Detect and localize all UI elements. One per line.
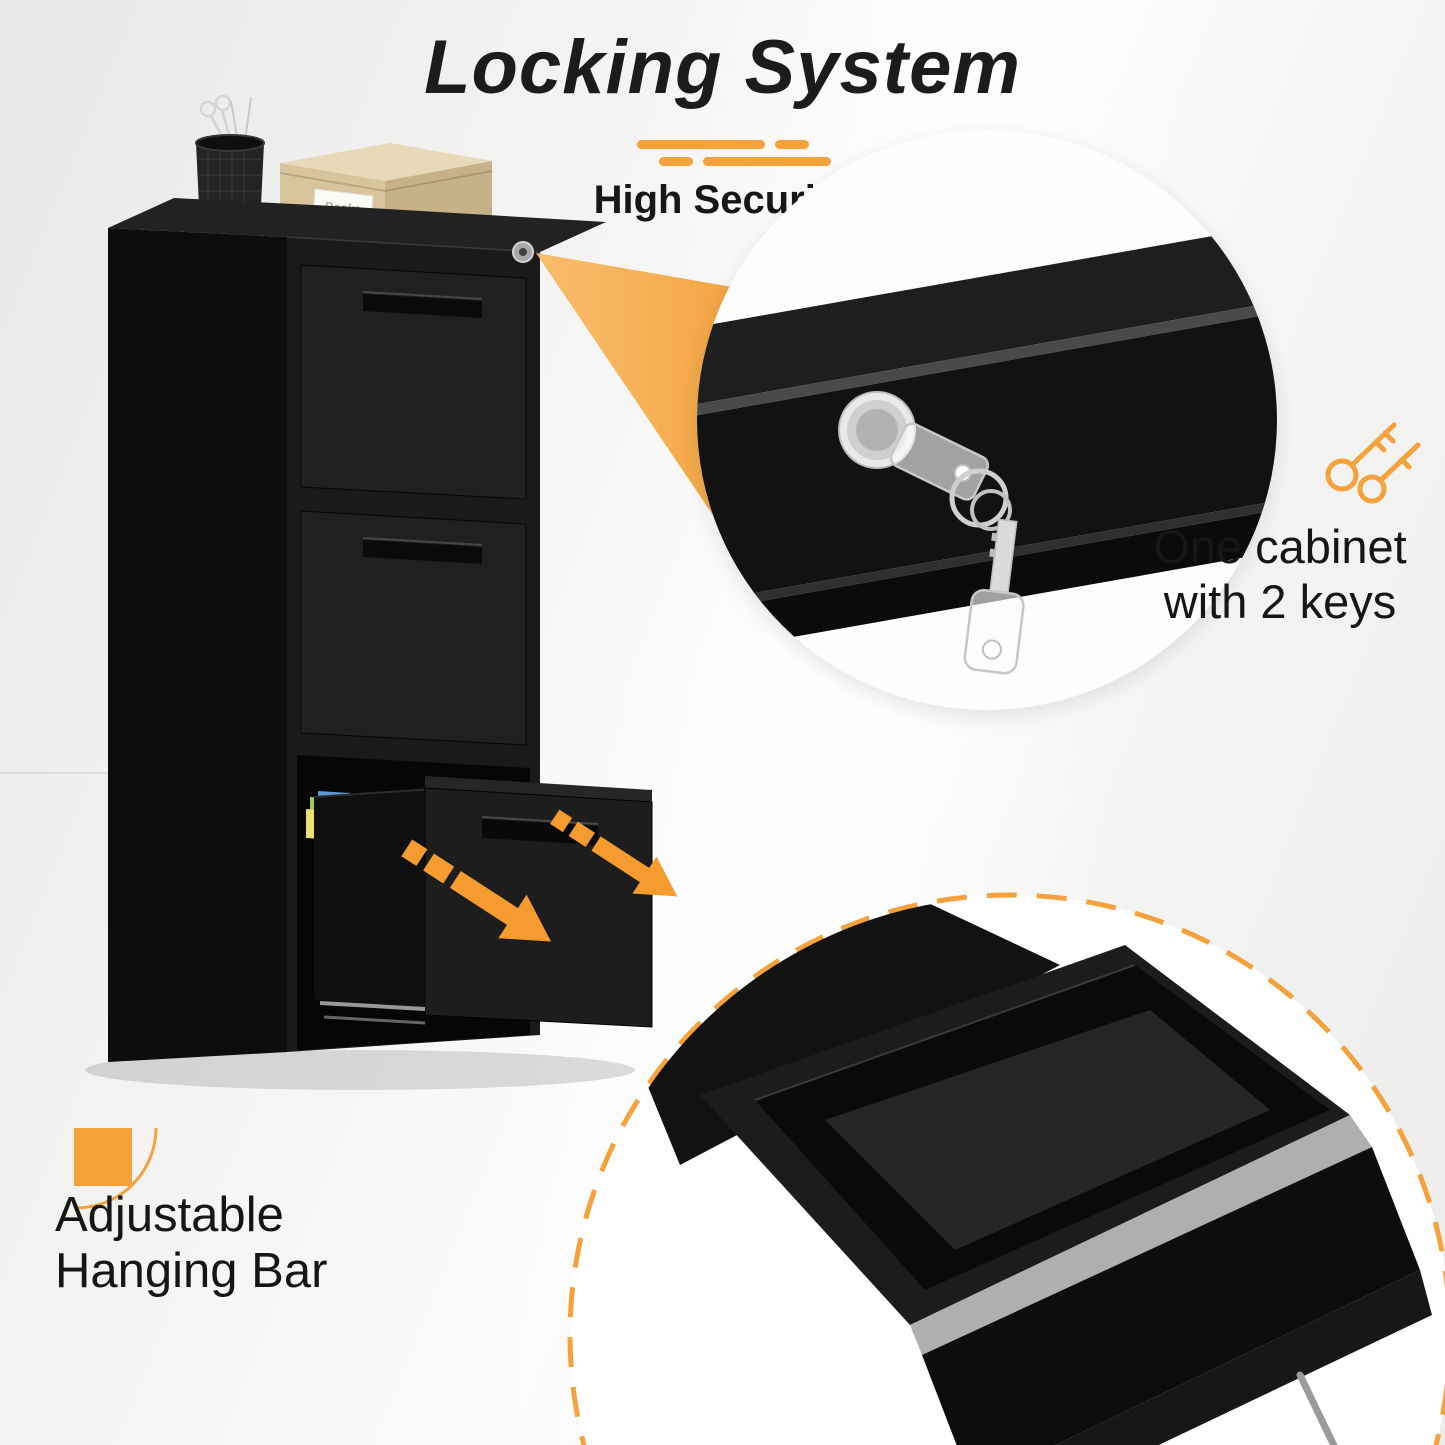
drawer-front-panel xyxy=(922,1147,1420,1445)
drawer-slide-rail xyxy=(319,1001,426,1011)
divider-segment xyxy=(774,140,809,149)
lock-closeup-inset xyxy=(697,130,1277,710)
arrow-icon xyxy=(401,839,552,942)
drawer-closeup-inset xyxy=(567,892,1445,1445)
floor-wall-line xyxy=(0,772,112,774)
pull-direction-arrows xyxy=(401,809,678,942)
key-ring-icon xyxy=(949,468,1012,531)
keys-feature-caption: One cabinet with 2 keys xyxy=(1112,520,1445,629)
scissors-icon xyxy=(199,100,217,118)
hanging-bar-caption: Adjustable Hanging Bar xyxy=(55,1188,475,1300)
drawer-2 xyxy=(300,510,527,746)
keys-caption-line2: with 2 keys xyxy=(1163,574,1397,628)
title-divider xyxy=(608,140,838,174)
hanging-caption-line1: Adjustable xyxy=(55,1188,284,1242)
drawer-handle xyxy=(363,540,482,564)
drawer-front-trim xyxy=(910,1115,1372,1355)
hanging-bar-icon xyxy=(74,1127,158,1210)
divider-row xyxy=(608,140,838,149)
page-title: Locking System xyxy=(424,25,1021,110)
hanging-key-icon xyxy=(963,518,1025,675)
divider-segment xyxy=(702,157,831,166)
file-cabinet-illustration: Books xyxy=(85,94,653,1090)
keys-caption-line1: One cabinet xyxy=(1153,520,1407,573)
arrow-icon xyxy=(550,809,678,897)
lock-closeup-illustration xyxy=(697,208,1277,675)
divider-row xyxy=(630,157,860,166)
divider-segment xyxy=(658,157,693,166)
drawer-front-closeup xyxy=(697,208,1277,669)
drawer-slide-rail xyxy=(1296,1371,1369,1445)
divider-segment xyxy=(636,140,765,149)
open-drawer-closeup-illustration xyxy=(590,897,1432,1445)
drawer-1 xyxy=(300,264,527,500)
drawer-handle xyxy=(363,294,482,318)
cabinet-shadow xyxy=(85,1050,635,1090)
keys-icon xyxy=(1325,422,1421,504)
hanging-caption-line2: Hanging Bar xyxy=(55,1243,328,1298)
needle-icon xyxy=(244,96,252,142)
drawer-handle xyxy=(482,819,598,845)
